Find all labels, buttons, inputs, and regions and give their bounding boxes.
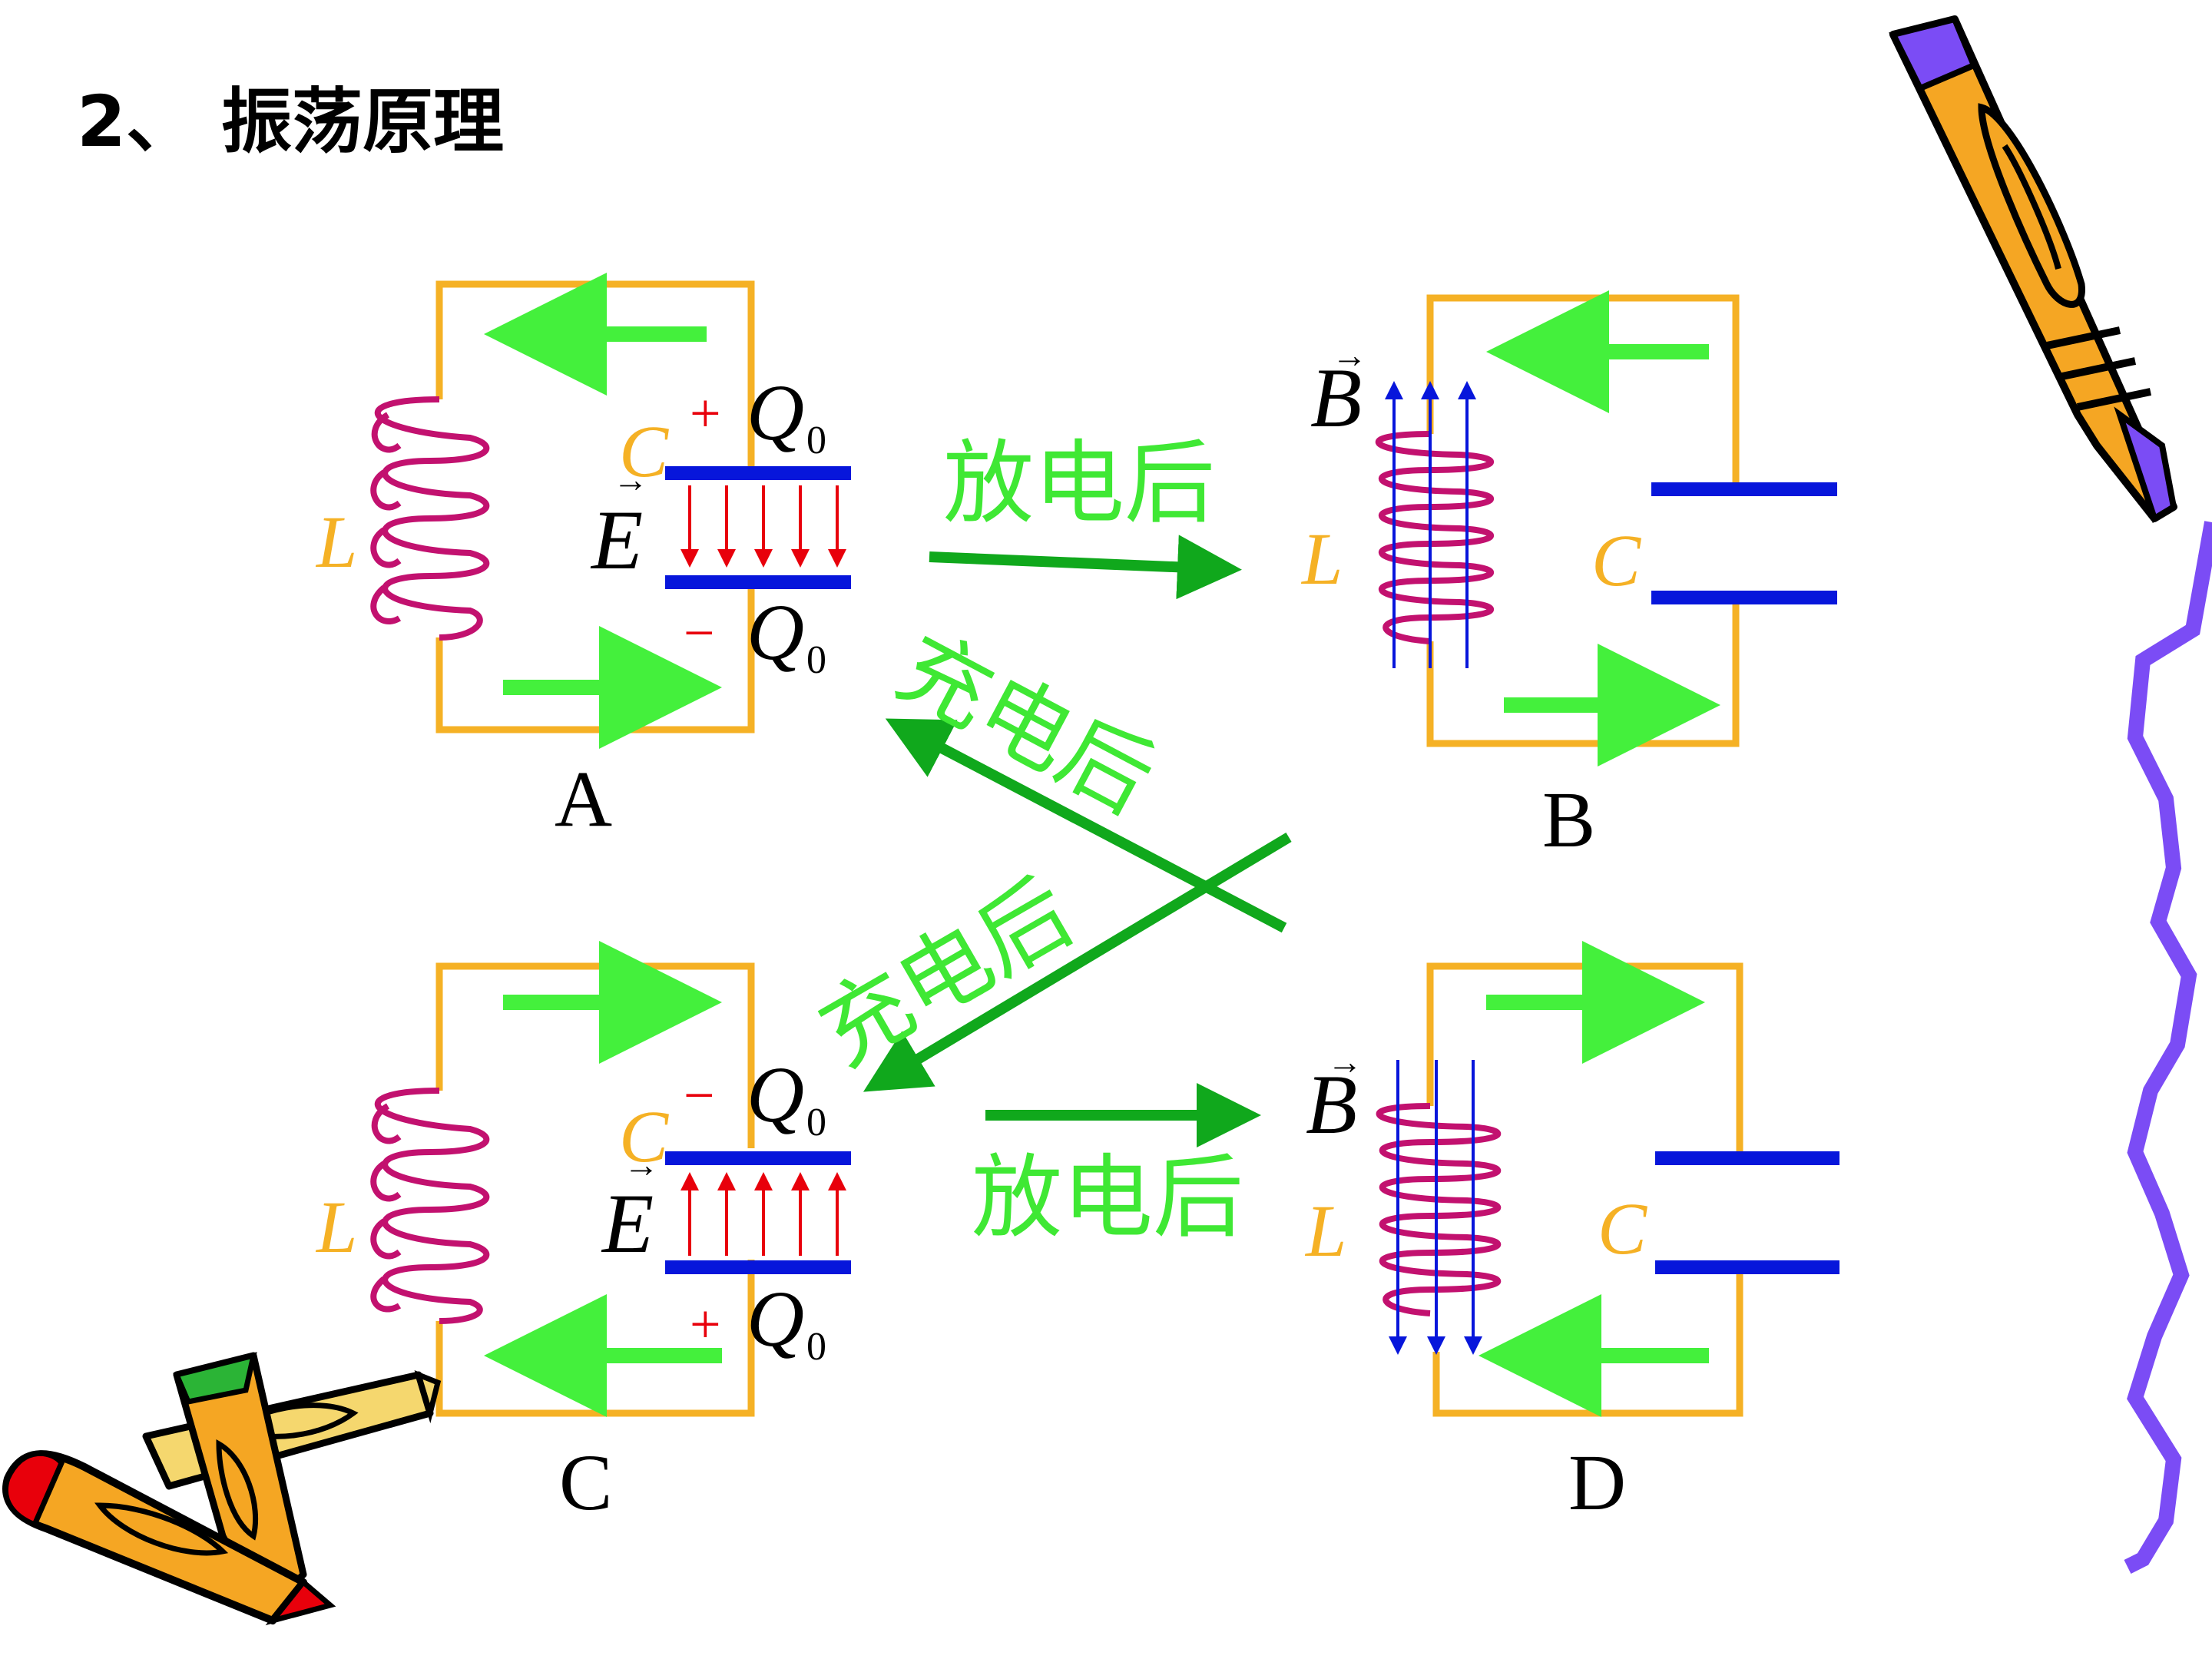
capacitor-label: C <box>1591 519 1641 601</box>
vector-arrow-icon: → <box>1332 336 1367 375</box>
minus-sign: − <box>684 1065 715 1126</box>
transition-arrow <box>929 535 1242 600</box>
electric-field-lines <box>680 1172 846 1256</box>
pencil-icon <box>1889 15 2177 523</box>
inductor-label: L <box>315 501 357 583</box>
magnetic-field-lines <box>1385 381 1476 668</box>
b-field-label: B <box>1310 351 1362 445</box>
transition-label: 充电后 <box>801 859 1090 1087</box>
electric-field-lines <box>680 485 846 568</box>
transition-label: 放电后 <box>943 430 1215 536</box>
transition-d-to-a: 充电后 <box>801 832 1292 1092</box>
crayons-icon <box>2 1352 442 1626</box>
transition-label: 放电后 <box>972 1144 1243 1250</box>
charge-label: Q <box>747 1051 804 1139</box>
minus-sign: − <box>684 602 715 664</box>
panel-d: L C B → D <box>1304 941 1839 1527</box>
charge-subscript: 0 <box>806 638 826 682</box>
page-title: 2、 振荡原理 <box>77 81 504 163</box>
capacitor-label: C <box>619 1095 669 1177</box>
charge-label: Q <box>747 1275 804 1363</box>
panel-label-d: D <box>1568 1439 1626 1527</box>
e-field-label: E <box>601 1177 654 1270</box>
transition-arrow <box>863 832 1292 1092</box>
panel-a: L C E → + Q 0 − Q 0 A <box>315 273 851 843</box>
capacitor-label: C <box>1598 1187 1647 1270</box>
charge-label: Q <box>747 369 804 457</box>
circuit-wire <box>1426 962 1743 1417</box>
charge-subscript: 0 <box>806 1325 826 1369</box>
plus-sign: + <box>690 382 721 444</box>
panel-label-c: C <box>559 1439 612 1527</box>
inductor-label: L <box>1300 518 1343 600</box>
charge-subscript: 0 <box>806 1101 826 1144</box>
b-field-label: B <box>1306 1058 1357 1151</box>
transition-label: 充电后 <box>881 613 1171 834</box>
charge-subscript: 0 <box>806 419 826 462</box>
circuit-wire <box>1426 294 1740 747</box>
charge-label: Q <box>747 588 804 677</box>
inductor-coil <box>1376 1103 1502 1316</box>
panel-b: L C B → B <box>1300 290 1837 864</box>
capacitor-label: C <box>619 410 669 492</box>
vector-arrow-icon: → <box>1327 1042 1363 1081</box>
transition-a-to-b: 放电后 <box>929 430 1242 600</box>
inductor-label: L <box>315 1186 357 1268</box>
squiggle-decoration <box>2124 521 2212 1574</box>
transition-arrow <box>885 718 1287 933</box>
inductor-label: L <box>1304 1190 1346 1272</box>
panel-c: L C E → − Q 0 + Q 0 C <box>315 941 851 1527</box>
vector-arrow-icon: → <box>624 1145 659 1184</box>
inductor-coil <box>374 1088 490 1324</box>
panel-label-a: A <box>555 755 612 843</box>
vector-arrow-icon: → <box>613 460 648 499</box>
inductor-coil <box>374 396 490 641</box>
panel-label-b: B <box>1542 776 1595 864</box>
plus-sign: + <box>690 1293 721 1355</box>
inductor-coil <box>370 1103 402 1313</box>
magnetic-field-lines <box>1389 1060 1482 1355</box>
e-field-label: E <box>590 493 643 587</box>
transition-c-to-d: 放电后 <box>972 1083 1261 1250</box>
inductor-coil <box>370 412 402 624</box>
